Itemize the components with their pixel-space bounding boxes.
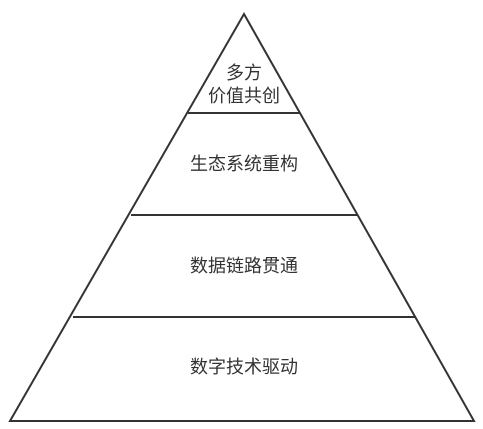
tier-1-label-line-1: 多方 <box>226 63 262 84</box>
tier-4-label: 数字技术驱动 <box>190 357 298 378</box>
tier-3-label: 数据链路贯通 <box>190 256 298 277</box>
tier-2-label: 生态系统重构 <box>190 154 298 175</box>
pyramid-outline <box>8 11 476 422</box>
tier-1-label-line-2: 价值共创 <box>208 86 280 107</box>
